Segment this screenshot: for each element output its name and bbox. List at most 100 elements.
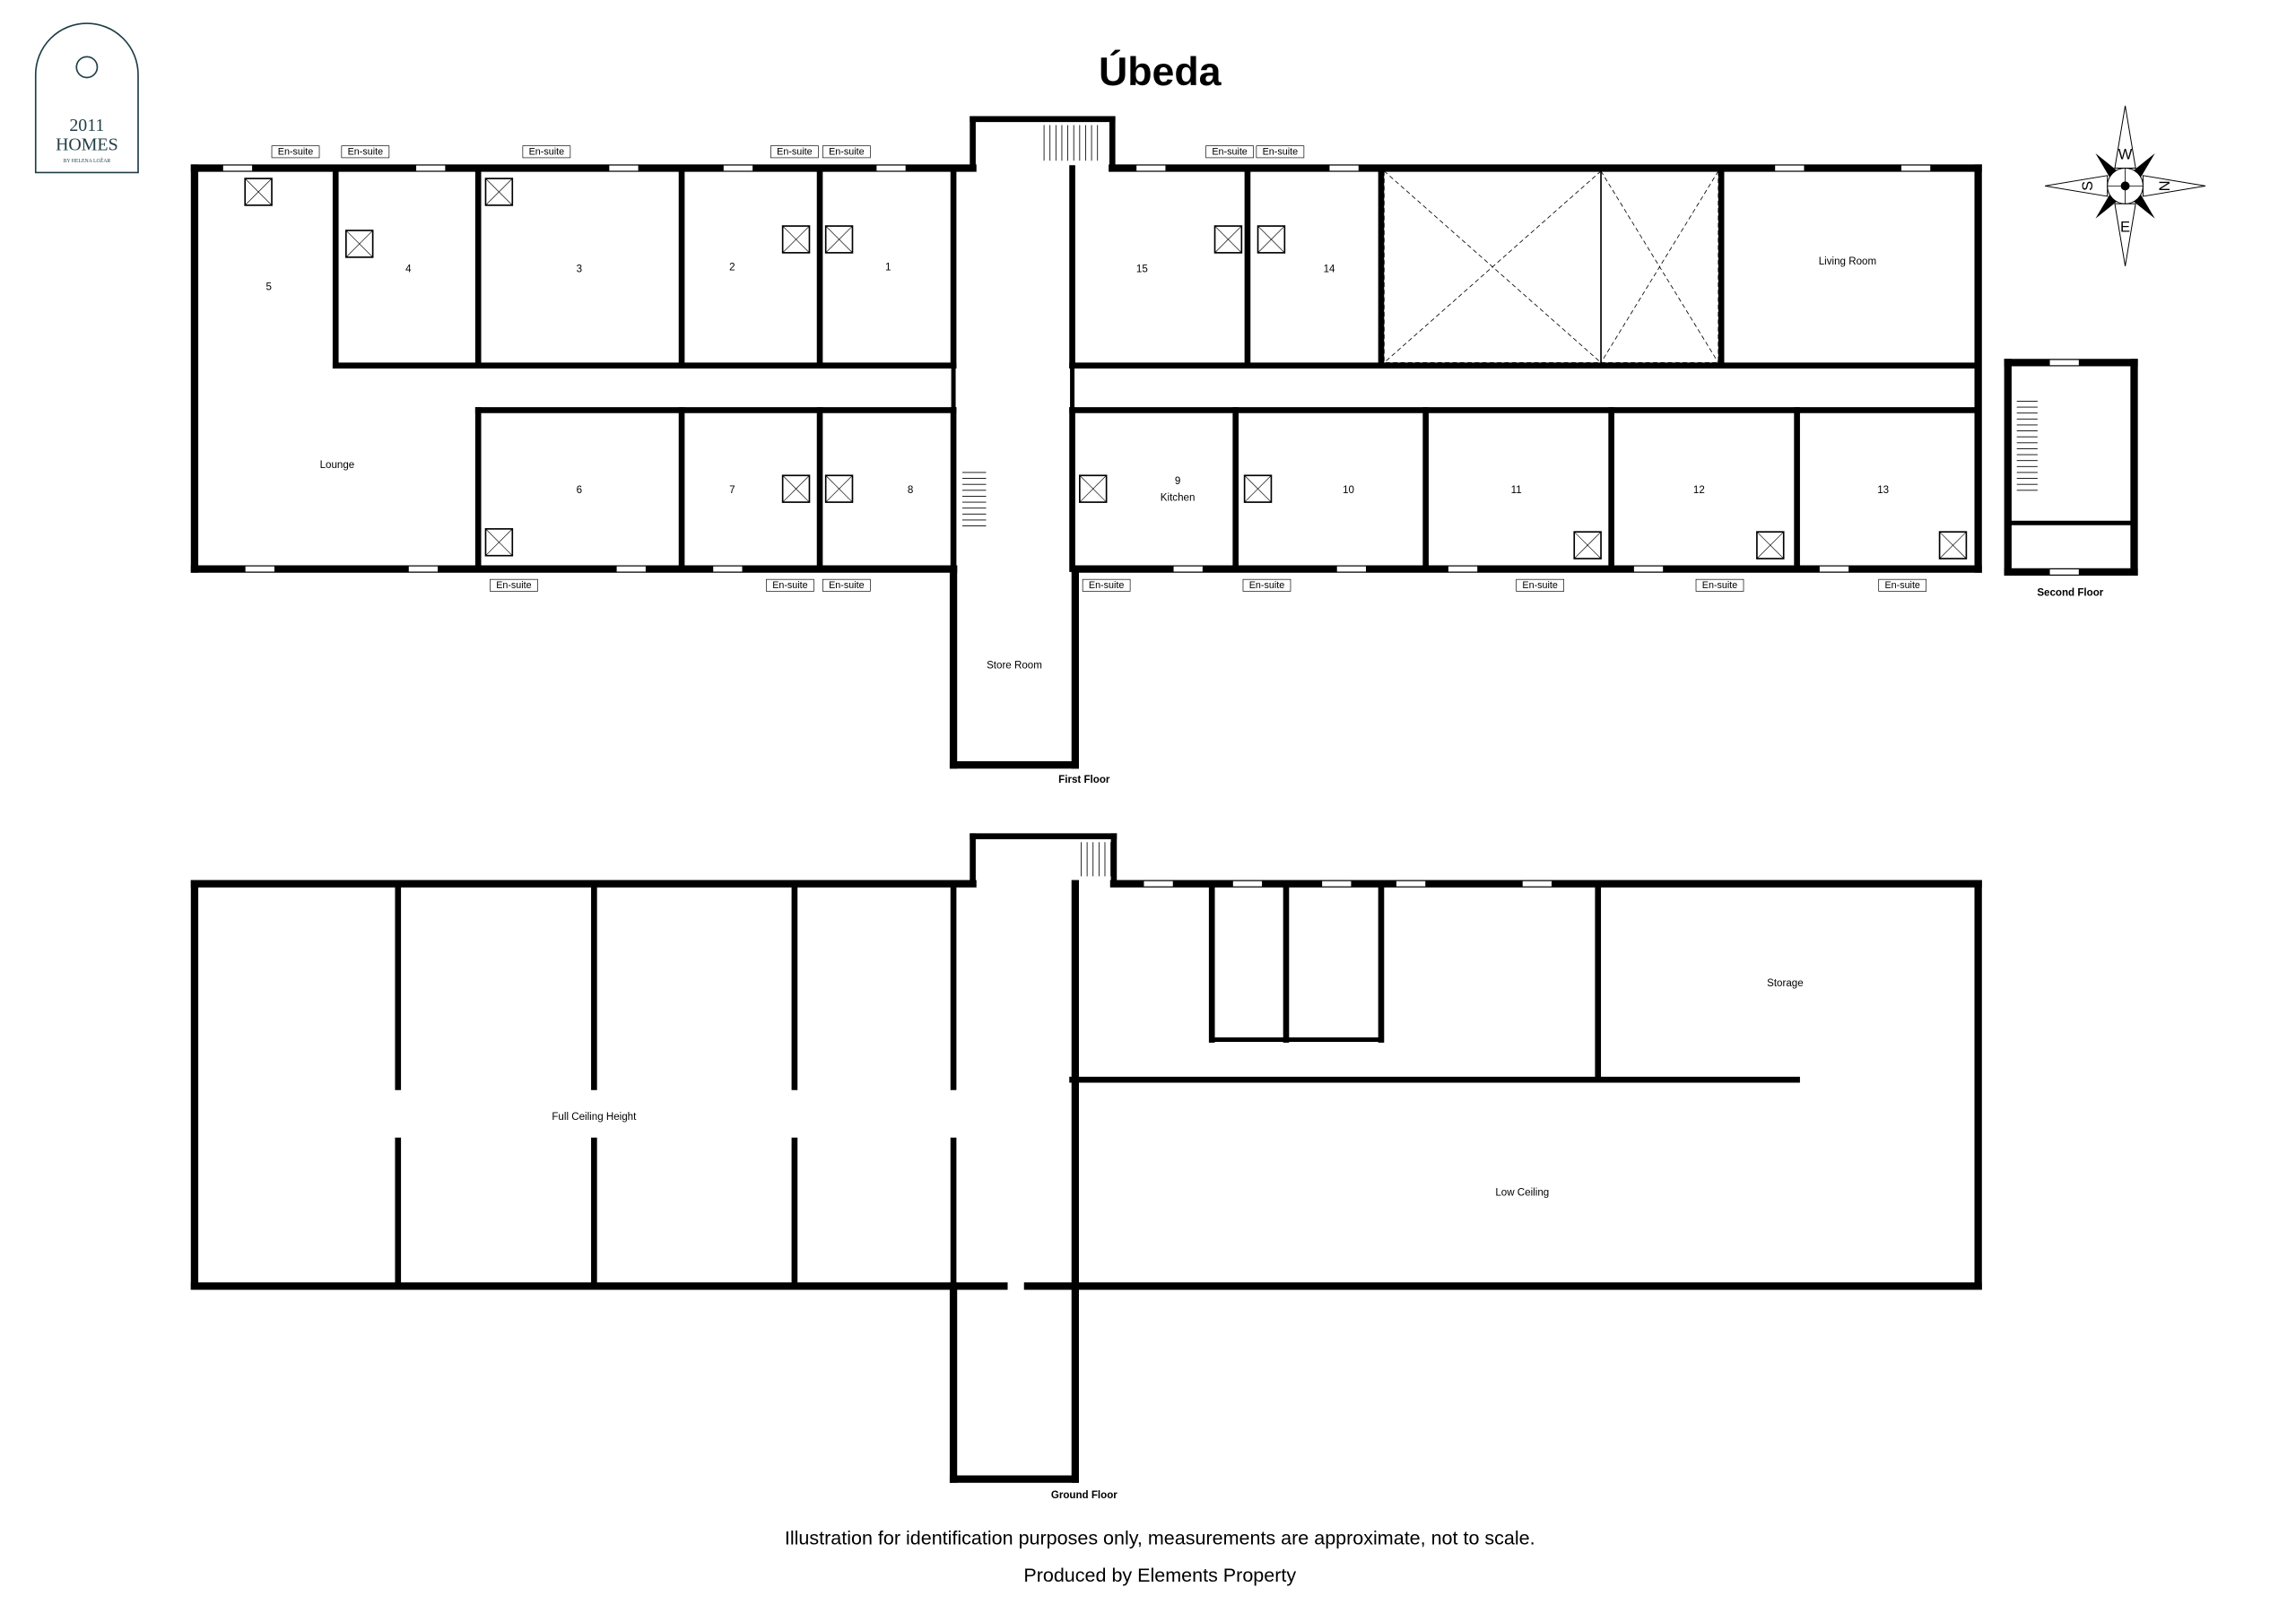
fixtures xyxy=(222,164,2080,888)
room-11: 11 xyxy=(1511,485,1522,496)
shower-line xyxy=(485,528,513,556)
ensuite-tag-box xyxy=(1695,578,1744,592)
walls xyxy=(190,116,2138,1483)
ensuite-tag: En-suite xyxy=(766,578,814,592)
compass-n: N xyxy=(2156,180,2173,191)
window xyxy=(2048,359,2080,367)
shower-icon xyxy=(344,230,374,258)
ensuite-tag: En-suite xyxy=(1695,578,1744,592)
window xyxy=(1143,880,1174,888)
ensuite-tag: En-suite xyxy=(271,145,320,159)
room-4: 4 xyxy=(405,264,412,274)
logo-tagline: BY HELENA LOŽAR xyxy=(63,157,110,164)
ensuite-label: En-suite xyxy=(777,147,812,158)
shower-line xyxy=(244,178,273,206)
ensuite-label: En-suite xyxy=(1263,147,1298,158)
room-10: 10 xyxy=(1343,485,1354,496)
ensuite-label: En-suite xyxy=(772,580,807,591)
shower-line xyxy=(825,225,853,254)
room-3: 3 xyxy=(577,264,582,274)
ensuite-label: En-suite xyxy=(496,580,531,591)
window xyxy=(1521,880,1552,888)
shower-line xyxy=(1244,475,1272,503)
ensuite-label: En-suite xyxy=(1212,147,1247,158)
room-7: 7 xyxy=(729,485,735,496)
shower-line xyxy=(1939,531,1967,559)
room-15: 15 xyxy=(1136,264,1148,274)
ensuite-tag: En-suite xyxy=(522,145,571,159)
window xyxy=(1231,880,1263,888)
room-5: 5 xyxy=(265,282,271,292)
ensuite-tag-box xyxy=(271,145,320,159)
ensuite-tag: En-suite xyxy=(1082,578,1131,592)
ensuite-tag: En-suite xyxy=(822,578,871,592)
void-open-to-below xyxy=(1383,170,1719,363)
room-1: 1 xyxy=(885,263,891,273)
ground-floor-labels: Full Ceiling Height Low Ceiling Storage … xyxy=(552,978,1803,1501)
shower-icon xyxy=(1243,474,1273,503)
first-floor-label: First Floor xyxy=(1058,775,1110,785)
logo-year: 2011 xyxy=(69,116,104,135)
shower-line xyxy=(345,230,373,258)
void-outline xyxy=(1383,170,1719,363)
shower-icon xyxy=(781,225,811,254)
shower-line xyxy=(485,178,513,206)
shower-icon xyxy=(781,474,811,503)
ground-floor-label: Ground Floor xyxy=(1051,1490,1118,1501)
window xyxy=(1448,565,1479,573)
compass-e: E xyxy=(2120,219,2130,236)
void-diagonal xyxy=(1384,170,1602,363)
ensuite-tag: En-suite xyxy=(1256,145,1305,159)
ensuite-tag-box xyxy=(1256,145,1305,159)
ensuite-label: En-suite xyxy=(1522,580,1557,591)
window xyxy=(222,164,253,172)
window xyxy=(1900,164,1932,172)
shower-line xyxy=(1257,225,1285,254)
shower-line xyxy=(1214,225,1242,254)
room-9: 9 xyxy=(1175,476,1180,487)
room-12: 12 xyxy=(1693,485,1705,496)
ensuite-tag-box xyxy=(1205,145,1254,159)
window xyxy=(723,164,753,172)
ensuite-label: En-suite xyxy=(829,147,864,158)
compass-rose-icon: W E S N xyxy=(2045,105,2206,266)
room-full-ceiling: Full Ceiling Height xyxy=(552,1112,637,1123)
ensuite-label: En-suite xyxy=(1089,580,1124,591)
window xyxy=(1172,565,1204,573)
room-6: 6 xyxy=(577,485,582,496)
window xyxy=(608,164,639,172)
window xyxy=(1335,565,1367,573)
second-floor-label: Second Floor xyxy=(2037,587,2103,598)
room-lounge: Lounge xyxy=(320,460,355,471)
ensuite-label: En-suite xyxy=(529,147,564,158)
ensuite-tag-box xyxy=(341,145,390,159)
ensuite-tag-box xyxy=(490,578,538,592)
credit: Produced by Elements Property xyxy=(1023,1565,1296,1586)
ensuite-tag-box xyxy=(1082,578,1131,592)
ensuite-tag: En-suite xyxy=(341,145,390,159)
shower-line xyxy=(1574,531,1602,559)
ensuite-tag-box xyxy=(822,578,871,592)
window xyxy=(1633,565,1665,573)
ensuite-tag: En-suite xyxy=(822,145,871,159)
compass-s: S xyxy=(2079,181,2096,191)
shower-icon xyxy=(484,528,514,557)
ensuite-tag: En-suite xyxy=(490,578,538,592)
ensuite-tag: En-suite xyxy=(770,145,819,159)
disclaimer: Illustration for identification purposes… xyxy=(785,1528,1535,1549)
ensuite-tag: En-suite xyxy=(1878,578,1927,592)
ensuite-tag-box xyxy=(770,145,819,159)
brand-logo: 2011 HOMES BY HELENA LOŽAR xyxy=(34,22,139,174)
window xyxy=(875,164,907,172)
ensuite-tag-box xyxy=(1516,578,1564,592)
room-8: 8 xyxy=(908,485,913,496)
ensuite-tag-box xyxy=(822,145,871,159)
window xyxy=(1774,164,1805,172)
shower-line xyxy=(782,225,810,254)
window xyxy=(712,565,744,573)
room-kitchen: Kitchen xyxy=(1161,492,1196,503)
shower-icon xyxy=(484,178,514,206)
window xyxy=(415,164,447,172)
